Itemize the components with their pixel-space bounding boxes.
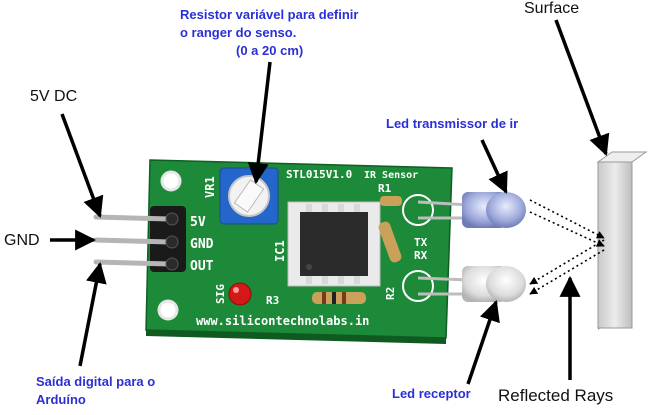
board-sig: SIG: [214, 284, 227, 304]
led-tx-label: Led transmissor de ir: [386, 116, 519, 131]
board-vr1: VR1: [203, 176, 217, 198]
board-pin-gnd: GND: [190, 237, 214, 252]
board-rx: RX: [414, 249, 428, 262]
board-pin-out: OUT: [190, 259, 214, 274]
annotation-arrows: [50, 19, 610, 385]
sig-led: [228, 282, 252, 306]
gnd-label: GND: [4, 232, 40, 249]
board-ir-sensor: IR Sensor: [364, 170, 418, 181]
arrow-led-tx: [480, 139, 508, 194]
resistor-note-line1: Resistor variável para definir: [180, 7, 359, 22]
board-r1: R1: [378, 182, 392, 195]
mounting-hole: [157, 299, 179, 321]
resistor-note-line2: o ranger do senso.: [180, 25, 297, 40]
surface-block: [596, 151, 648, 330]
surface-label: Surface: [524, 0, 580, 17]
digital-out-line1: Saída digital para o: [36, 374, 156, 389]
silkscreen: STL015V1.0 IR Sensor VR1 R1 R2 R3 IC1 SI…: [190, 168, 428, 328]
potentiometer-vr1: [219, 167, 279, 225]
ic-chip: [287, 201, 381, 287]
board-ic1: IC1: [273, 240, 287, 262]
board-url: www.silicontechnolabs.in: [196, 314, 369, 328]
ir-receiver-led: [417, 266, 526, 302]
vcc-label: 5V DC: [30, 88, 78, 105]
header-pins: [93, 206, 186, 272]
board-pin-5v: 5V: [190, 215, 206, 230]
resistor-note-line3: (0 a 20 cm): [236, 43, 304, 58]
digital-out-line2: Arduíno: [36, 392, 86, 407]
arrow-led-rx: [466, 300, 500, 385]
mounting-hole: [160, 170, 182, 192]
board-r3: R3: [266, 294, 279, 307]
led-rx-label: Led receptor: [392, 386, 471, 401]
arrow-vcc: [60, 113, 104, 218]
board-title: STL015V1.0: [286, 168, 352, 181]
board-tx: TX: [414, 236, 428, 249]
arrow-resistor: [247, 61, 272, 185]
ir-transmitter-led: [417, 192, 526, 228]
arrow-digital-out: [78, 261, 107, 367]
arrow-surface: [554, 19, 610, 156]
reflected-rays-lines: [529, 199, 605, 295]
resistors: [312, 196, 402, 304]
board-r2: R2: [384, 287, 397, 300]
reflected-rays-label: Reflected Rays: [498, 386, 614, 405]
